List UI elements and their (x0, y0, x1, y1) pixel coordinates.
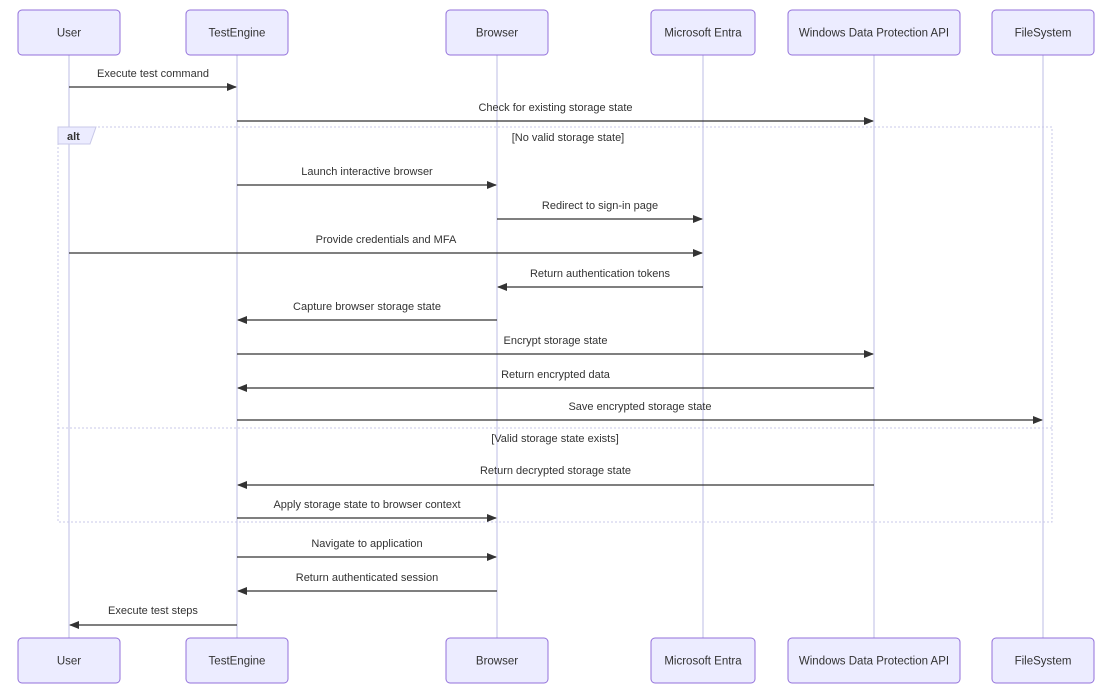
participant-label-user-top: User (57, 28, 81, 40)
message-label-m12: Apply storage state to browser context (273, 499, 460, 511)
participants-top-group: User TestEngine Browser Microsoft Entra Wind… (17, 9, 1095, 56)
participant-label-fs-bottom: FileSystem (1015, 656, 1072, 668)
participant-label-user-bottom: User (57, 656, 81, 668)
lifelines-group (68, 55, 1044, 638)
message-label-m8: Encrypt storage state (504, 335, 608, 347)
participant-label-browser-top: Browser (476, 28, 518, 40)
message-label-m1: Execute test command (97, 68, 209, 80)
participant-label-browser-bottom: Browser (476, 656, 518, 668)
message-label-m14: Return authenticated session (296, 572, 438, 584)
participant-box-engine-top[interactable] (185, 9, 289, 56)
message-label-m5: Provide credentials and MFA (316, 234, 457, 246)
participant-box-dpapi-bottom[interactable] (787, 637, 961, 684)
participant-label-engine-top: TestEngine (209, 28, 266, 40)
message-label-m3: Launch interactive browser (301, 166, 433, 178)
participant-box-engine-bottom[interactable] (185, 637, 289, 684)
participant-label-dpapi-bottom: Windows Data Protection API (799, 656, 949, 668)
participant-label-engine-bottom: TestEngine (209, 656, 266, 668)
alt-condition-2: [Valid storage state exists] (491, 433, 619, 445)
participant-box-browser-bottom[interactable] (445, 637, 549, 684)
alt-keyword-tag (57, 126, 97, 145)
message-label-m6: Return authentication tokens (530, 268, 671, 280)
message-label-m11: Return decrypted storage state (480, 465, 631, 477)
alt-fragment-group: alt [No valid storage state] [Valid storag… (57, 126, 1053, 523)
message-label-m2: Check for existing storage state (478, 102, 632, 114)
message-label-m10: Save encrypted storage state (568, 401, 711, 413)
participant-label-dpapi-top: Windows Data Protection API (799, 28, 949, 40)
participant-box-browser-top[interactable] (445, 9, 549, 56)
participant-box-user-bottom[interactable] (17, 637, 121, 684)
message-label-m7: Capture browser storage state (293, 301, 441, 313)
participant-box-fs-top[interactable] (991, 9, 1095, 56)
participant-box-dpapi-top[interactable] (787, 9, 961, 56)
message-label-m13: Navigate to application (311, 538, 422, 550)
participant-label-entra-top: Microsoft Entra (664, 28, 742, 40)
message-label-m9: Return encrypted data (501, 369, 611, 381)
participant-label-entra-bottom: Microsoft Entra (664, 656, 742, 668)
alt-keyword-label: alt (67, 131, 80, 143)
participant-box-entra-bottom[interactable] (650, 637, 756, 684)
participant-box-user-top[interactable] (17, 9, 121, 56)
participants-bottom-group: User TestEngine Browser Microsoft Entra Wind… (17, 637, 1095, 684)
participant-label-fs-top: FileSystem (1015, 28, 1072, 40)
alt-fragment-frame (57, 126, 1053, 523)
participant-box-entra-top[interactable] (650, 9, 756, 56)
message-label-m15: Execute test steps (108, 605, 198, 617)
participant-box-fs-bottom[interactable] (991, 637, 1095, 684)
message-label-m4: Redirect to sign-in page (542, 200, 658, 212)
alt-condition-1: [No valid storage state] (512, 132, 625, 144)
